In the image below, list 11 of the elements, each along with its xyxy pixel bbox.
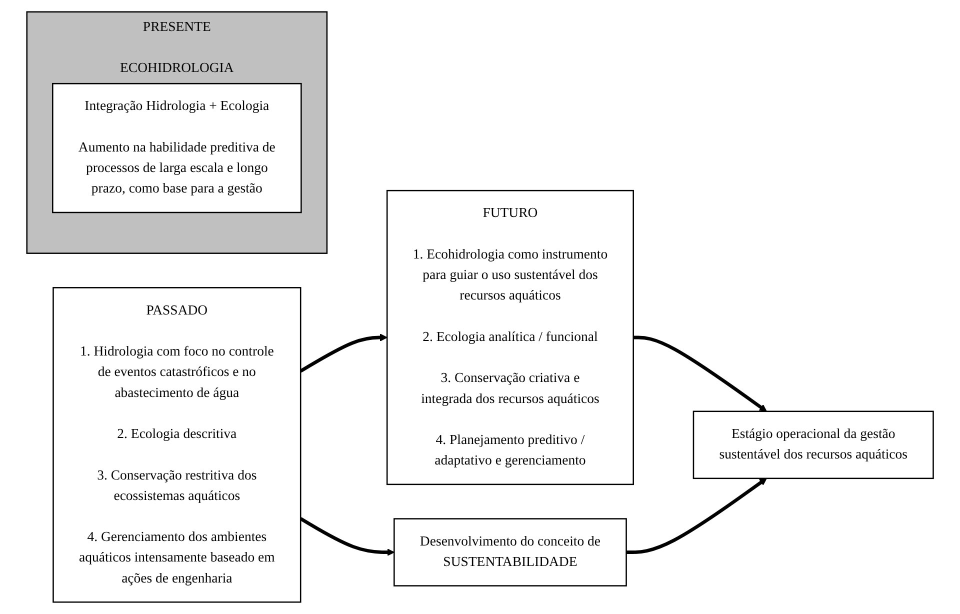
arrow — [300, 517, 394, 556]
node-box — [52, 287, 302, 603]
arrow — [626, 478, 767, 554]
node-box — [386, 190, 634, 486]
flowchart-diagram: PRESENTE ECOHIDROLOGIA Integração Hidrologia + Ecologia Aumento na habilidade preditiva de processos de larga escala e longo prazo, como base para a gestão PASSADO 1. Hidrologia com foco no controle de eventos catastróficos e no abastecimento de água 2. Ecologia descritiva 3. Conservação restritiva dos ecossistemas aquáticos 4. Gerenciamento dos ambientes aquáticos intensamente baseado em ações de engenharia FUTURO 1. Ecohidrologia como instrumento para guiar o uso sustentável dos recursos aquáticos 2. Ecologia analítica / funcional 3. Conservação criativa e integrada dos recursos aquáticos 4. Planejamento preditivo / adaptativo e gerenciamento Desenvolvimento do conceito de SUSTENTABILIDADE Estágio operacional da gestão sustentável dos recursos aquáticos — [20, 5, 940, 609]
arrow — [300, 334, 388, 373]
node-box — [52, 82, 302, 214]
node-box — [692, 410, 934, 480]
cluster — [26, 11, 328, 254]
node-box — [393, 518, 627, 586]
arrow — [633, 336, 767, 412]
